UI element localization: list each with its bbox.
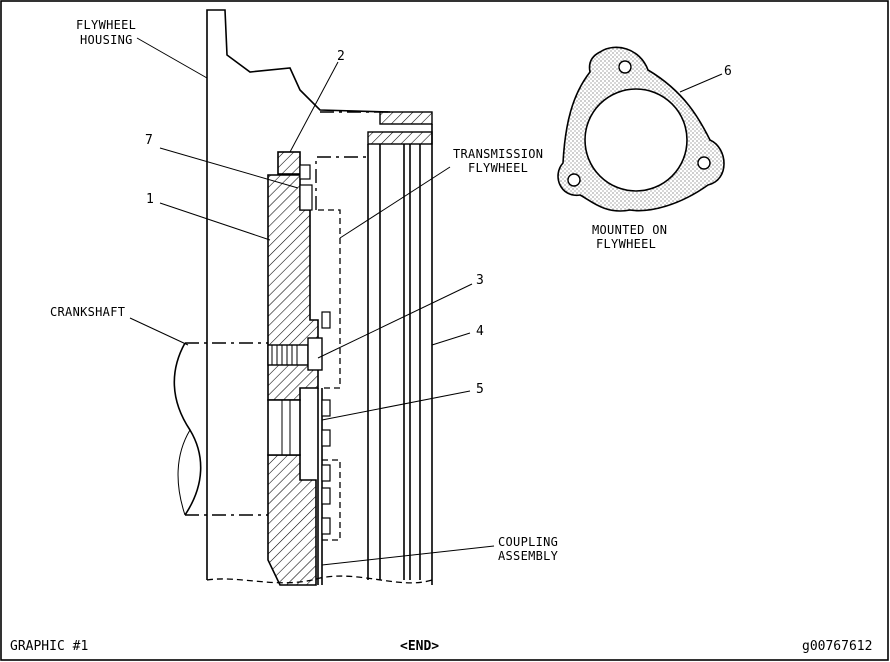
label-mounted-on-line2: FLYWHEEL <box>596 237 656 251</box>
ring-gear <box>277 151 313 211</box>
label-flywheel-housing-line1: FLYWHEEL <box>76 18 136 32</box>
label-coupling-assembly-line1: COUPLING <box>498 535 558 549</box>
leader-lines <box>129 37 723 566</box>
callout-5: 5 <box>476 382 484 397</box>
coupling-hub <box>267 174 323 586</box>
mounting-plate-detail <box>557 46 725 212</box>
footer-graphic-id: g00767612 <box>802 639 872 654</box>
footer-end-marker: <END> <box>400 639 439 654</box>
label-transmission-flywheel-line1: TRANSMISSION <box>453 147 543 161</box>
callout-6: 6 <box>724 64 732 79</box>
callout-2: 2 <box>337 49 345 64</box>
crankshaft <box>173 342 268 516</box>
footer-graphic-label: GRAPHIC #1 <box>10 639 88 654</box>
callout-3: 3 <box>476 273 484 288</box>
label-mounted-on-line1: MOUNTED ON <box>592 223 667 237</box>
transmission-flywheel <box>206 111 433 585</box>
label-transmission-flywheel-line2: FLYWHEEL <box>468 161 528 175</box>
label-flywheel-housing-line2: HOUSING <box>80 33 133 47</box>
label-coupling-assembly-line2: ASSEMBLY <box>498 549 559 563</box>
flywheel-housing <box>206 9 391 580</box>
callout-1: 1 <box>146 192 154 207</box>
callout-4: 4 <box>476 324 484 339</box>
callout-7: 7 <box>145 133 153 148</box>
label-crankshaft: CRANKSHAFT <box>50 305 125 319</box>
